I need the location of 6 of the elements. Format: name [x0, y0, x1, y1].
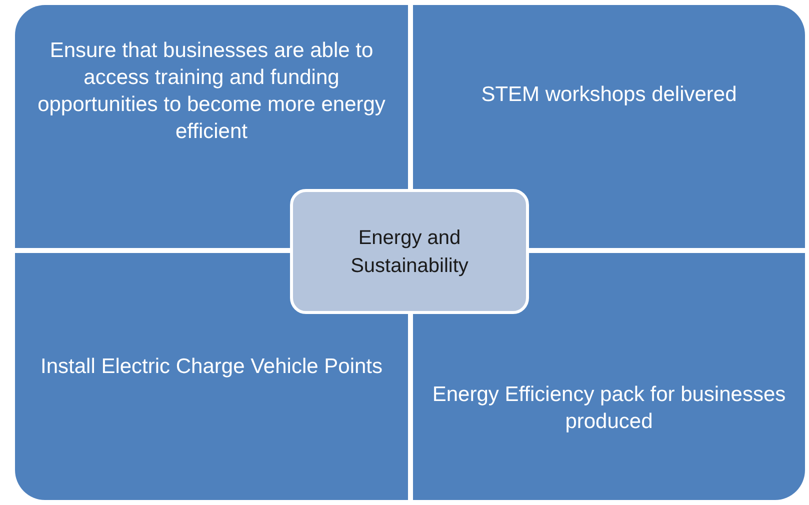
center-text: Energy and Sustainability — [350, 226, 470, 278]
center-box — [290, 189, 529, 314]
quadrant-text: Energy Efficiency pack for businesses produced — [431, 382, 787, 435]
quadrant-text: STEM workshops delivered — [480, 82, 738, 108]
quadrant-text: Install Electric Charge Vehicle Points — [40, 354, 384, 380]
quadrant-text: Ensure that businesses are able to access training and funding opportunities to become more energy efficient — [36, 38, 386, 145]
